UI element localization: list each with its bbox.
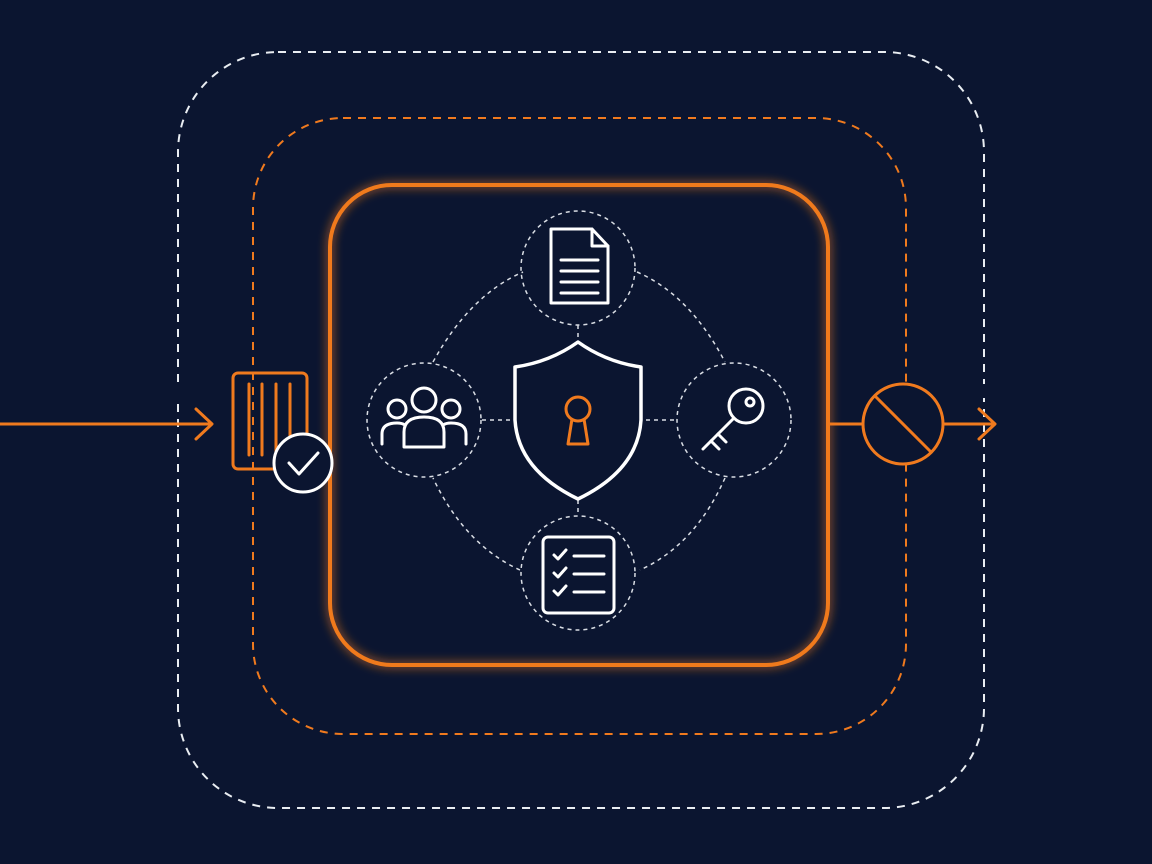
- outer-perimeter: [177, 51, 985, 809]
- key-node: [676, 362, 792, 478]
- document-icon: [549, 227, 610, 305]
- connector-lines: [432, 271, 726, 571]
- key-icon: [701, 387, 765, 451]
- gate-check-icon: [231, 371, 334, 494]
- users-group-icon: [380, 386, 468, 449]
- document-node: [520, 210, 636, 326]
- checklist-icon: [541, 535, 616, 615]
- outbound-flow-arrow: [828, 407, 997, 441]
- checklist-node: [520, 515, 636, 631]
- blocked-icon: [861, 382, 945, 466]
- inbound-flow-arrow: [0, 407, 214, 441]
- keyhole-icon: [564, 395, 592, 446]
- shield-keyhole-icon: [513, 340, 643, 501]
- users-node: [366, 362, 482, 478]
